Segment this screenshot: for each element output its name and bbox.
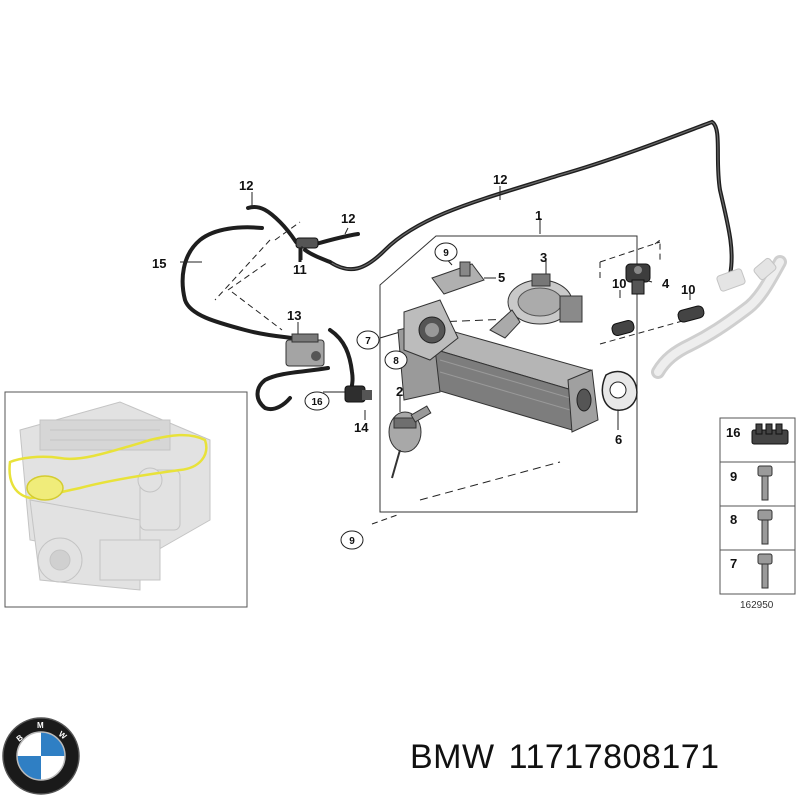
callout-5: 5 bbox=[498, 270, 505, 285]
callout-13: 13 bbox=[287, 308, 301, 323]
sensor-4 bbox=[625, 263, 651, 295]
svg-text:M: M bbox=[37, 721, 44, 730]
legend-item-9: 9 bbox=[730, 469, 737, 484]
svg-text:W: W bbox=[57, 729, 69, 741]
circle-callout-9-bottom: 9 bbox=[340, 530, 364, 550]
part-number: 11717808171 bbox=[508, 738, 720, 776]
circle-callout-8: 8 bbox=[384, 350, 408, 370]
callout-2: 2 bbox=[396, 384, 403, 399]
hose-15 bbox=[180, 225, 302, 342]
callout-12c: 12 bbox=[493, 172, 507, 187]
circle-callout-9-top: 9 bbox=[434, 242, 458, 262]
callout-4: 4 bbox=[662, 276, 670, 291]
callout-3: 3 bbox=[540, 250, 547, 265]
egr-valve bbox=[489, 273, 583, 339]
svg-text:9: 9 bbox=[349, 536, 355, 547]
callout-10b: 10 bbox=[681, 282, 695, 297]
callout-10a: 10 bbox=[612, 276, 626, 291]
sensor-14 bbox=[344, 385, 372, 403]
hose-pieces-10 bbox=[611, 305, 705, 337]
svg-text:7: 7 bbox=[365, 336, 371, 347]
diagram-id: 162950 bbox=[740, 600, 774, 611]
faded-pipe-flange bbox=[716, 268, 746, 292]
legend-item-16: 16 bbox=[726, 425, 740, 440]
vacuum-hose-12-long bbox=[328, 119, 734, 277]
callout-14: 14 bbox=[354, 420, 369, 435]
svg-text:16: 16 bbox=[311, 397, 323, 408]
faded-pipe-inner bbox=[654, 258, 784, 376]
clip-icon bbox=[751, 423, 789, 445]
connector-11 bbox=[295, 237, 319, 249]
hose-12-short-right bbox=[314, 232, 360, 246]
solenoid-valve-13 bbox=[285, 333, 325, 367]
svg-text:8: 8 bbox=[393, 356, 399, 367]
callout-15: 15 bbox=[152, 256, 166, 271]
circle-callout-7: 7 bbox=[356, 330, 380, 350]
bolt-9-icon bbox=[757, 465, 773, 501]
brand-name: BMW bbox=[410, 738, 495, 776]
assembly-frame bbox=[379, 235, 638, 513]
legend-item-7: 7 bbox=[730, 556, 737, 571]
part-caption: BMW 11717808171 bbox=[410, 738, 734, 777]
callout-11: 11 bbox=[293, 262, 307, 277]
throttle-housing bbox=[403, 299, 459, 361]
vacuum-hose-12-long-inner bbox=[329, 121, 733, 276]
hose-end-12-left bbox=[303, 248, 332, 264]
circle-callout-16: 16 bbox=[304, 391, 330, 411]
bolt-8-icon bbox=[757, 509, 773, 545]
actuator-2 bbox=[388, 405, 432, 479]
faded-pipe-flange-2 bbox=[753, 257, 777, 281]
svg-text:9: 9 bbox=[443, 248, 449, 259]
egr-cooler bbox=[397, 321, 599, 433]
bmw-logo: B M W bbox=[2, 717, 80, 795]
bracket-5 bbox=[431, 261, 485, 295]
engine-inset bbox=[4, 391, 248, 608]
hose-12-short-left bbox=[246, 205, 298, 244]
bolt-7-icon bbox=[757, 553, 773, 589]
egr-highlight-core bbox=[26, 475, 64, 501]
legend-item-8: 8 bbox=[730, 512, 737, 527]
small-parts-legend: 16 9 8 7 162950 bbox=[719, 417, 796, 611]
callout-12b: 12 bbox=[341, 211, 355, 226]
callout-6: 6 bbox=[615, 432, 622, 447]
callout-1: 1 bbox=[535, 208, 542, 223]
callout-12a: 12 bbox=[239, 178, 253, 193]
gasket-6 bbox=[601, 370, 638, 411]
svg-text:B: B bbox=[15, 733, 25, 744]
hose-15-lower bbox=[255, 366, 330, 411]
